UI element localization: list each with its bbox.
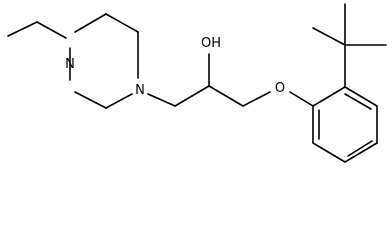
bond [289, 91, 314, 107]
atom-label-nitrogen: N [135, 83, 145, 98]
bond [174, 85, 210, 107]
bond [344, 86, 378, 107]
piperazine-ring [69, 13, 139, 109]
double-bond-inner [344, 93, 372, 110]
bond [312, 86, 346, 107]
bond [74, 91, 107, 109]
benzene-ring [312, 86, 378, 163]
bond [312, 27, 346, 46]
bond [36, 21, 67, 39]
atom-label-hydroxyl: OH [201, 36, 221, 51]
atom-label-oxygen: O [275, 81, 285, 96]
bond [105, 93, 133, 109]
bond [242, 91, 271, 107]
double-bond-inner [347, 140, 373, 157]
atom-label-nitrogen: N [65, 57, 75, 72]
chemical-structure: N N OH O [7, 3, 387, 163]
tert-butyl-group [312, 3, 387, 88]
bond [208, 85, 244, 107]
bond [74, 13, 107, 33]
bond [147, 93, 176, 107]
propanol-chain [147, 53, 271, 107]
bond [7, 21, 38, 37]
bond [312, 142, 346, 163]
bond [105, 13, 139, 33]
ethyl-group [7, 21, 67, 39]
bond [344, 142, 378, 163]
